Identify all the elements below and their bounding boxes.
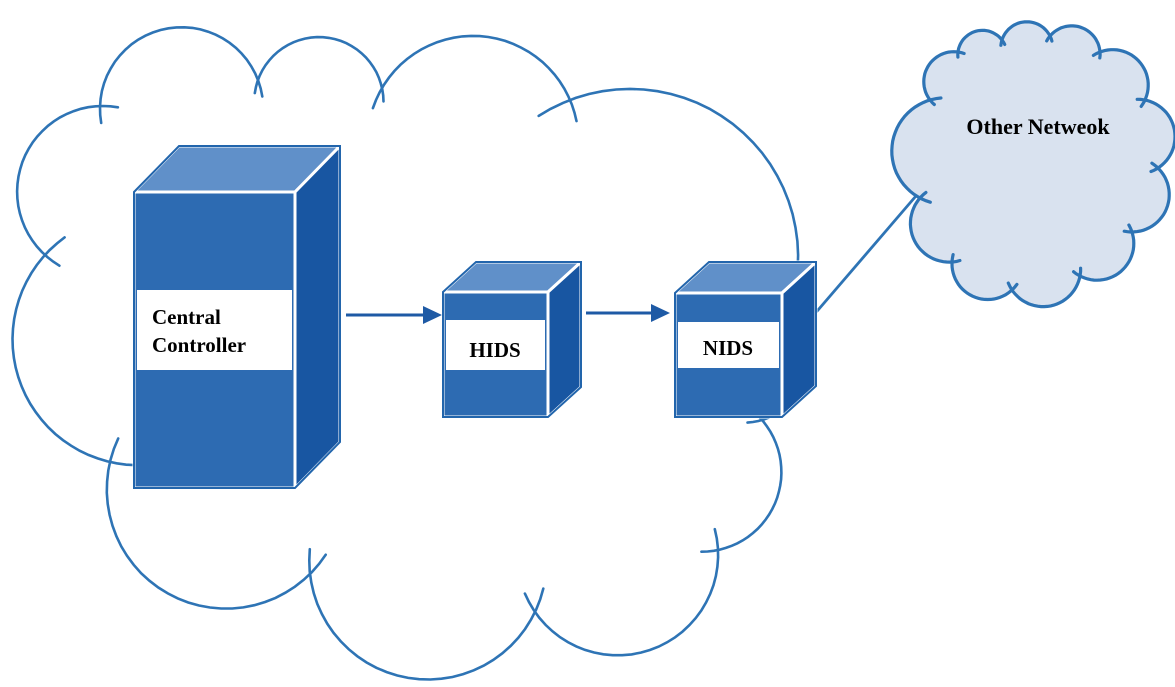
small-cloud-bump xyxy=(1045,24,1102,60)
small-cloud-bump xyxy=(999,20,1054,47)
other-network-label: Other Netweok xyxy=(966,114,1110,139)
node-nids: NIDS xyxy=(671,258,820,421)
small-cloud-bump xyxy=(908,190,962,264)
arrow-hids-to-nids xyxy=(586,304,670,322)
small-cloud-bump xyxy=(890,96,943,204)
big-cloud-bump xyxy=(700,407,783,553)
label-band xyxy=(137,290,292,370)
other-network-cloud xyxy=(890,20,1175,309)
central-controller-label-line1: Central xyxy=(152,305,221,329)
big-cloud-bump xyxy=(307,547,545,681)
big-cloud-bump xyxy=(371,34,578,123)
box-silhouette xyxy=(674,261,817,418)
label-band xyxy=(678,322,779,368)
small-cloud-bump xyxy=(1006,266,1083,309)
arrow-central-to-hids xyxy=(346,306,442,324)
small-cloud-bump xyxy=(1091,48,1150,108)
box-side-face xyxy=(293,142,342,492)
small-cloud-bump xyxy=(1072,223,1136,282)
big-cloud-bump xyxy=(11,236,138,467)
big-cloud-bump xyxy=(98,25,264,125)
hids-label: HIDS xyxy=(469,338,520,362)
big-cloud-bump xyxy=(523,527,720,657)
arrow-head-icon xyxy=(423,306,442,324)
big-cloud-bump xyxy=(105,437,327,610)
nids-label: NIDS xyxy=(703,336,753,360)
big-cloud-bump xyxy=(253,35,385,103)
small-cloud-bump xyxy=(956,28,1007,59)
arrow-head-icon xyxy=(651,304,670,322)
label-band xyxy=(446,320,545,370)
small-cloud-bump xyxy=(950,253,1019,302)
box-silhouette xyxy=(133,145,341,489)
small-cloud-bump xyxy=(1135,97,1175,174)
central-controller-label-line2: Controller xyxy=(152,333,246,357)
box-silhouette xyxy=(442,261,582,418)
small-cloud-bump xyxy=(922,50,966,107)
node-central-controller: Central Controller xyxy=(130,142,344,492)
small-cloud-bump xyxy=(1122,161,1171,234)
big-cloud-bump xyxy=(15,104,120,267)
node-hids: HIDS xyxy=(439,258,585,421)
small-cloud-fill xyxy=(891,21,1175,307)
